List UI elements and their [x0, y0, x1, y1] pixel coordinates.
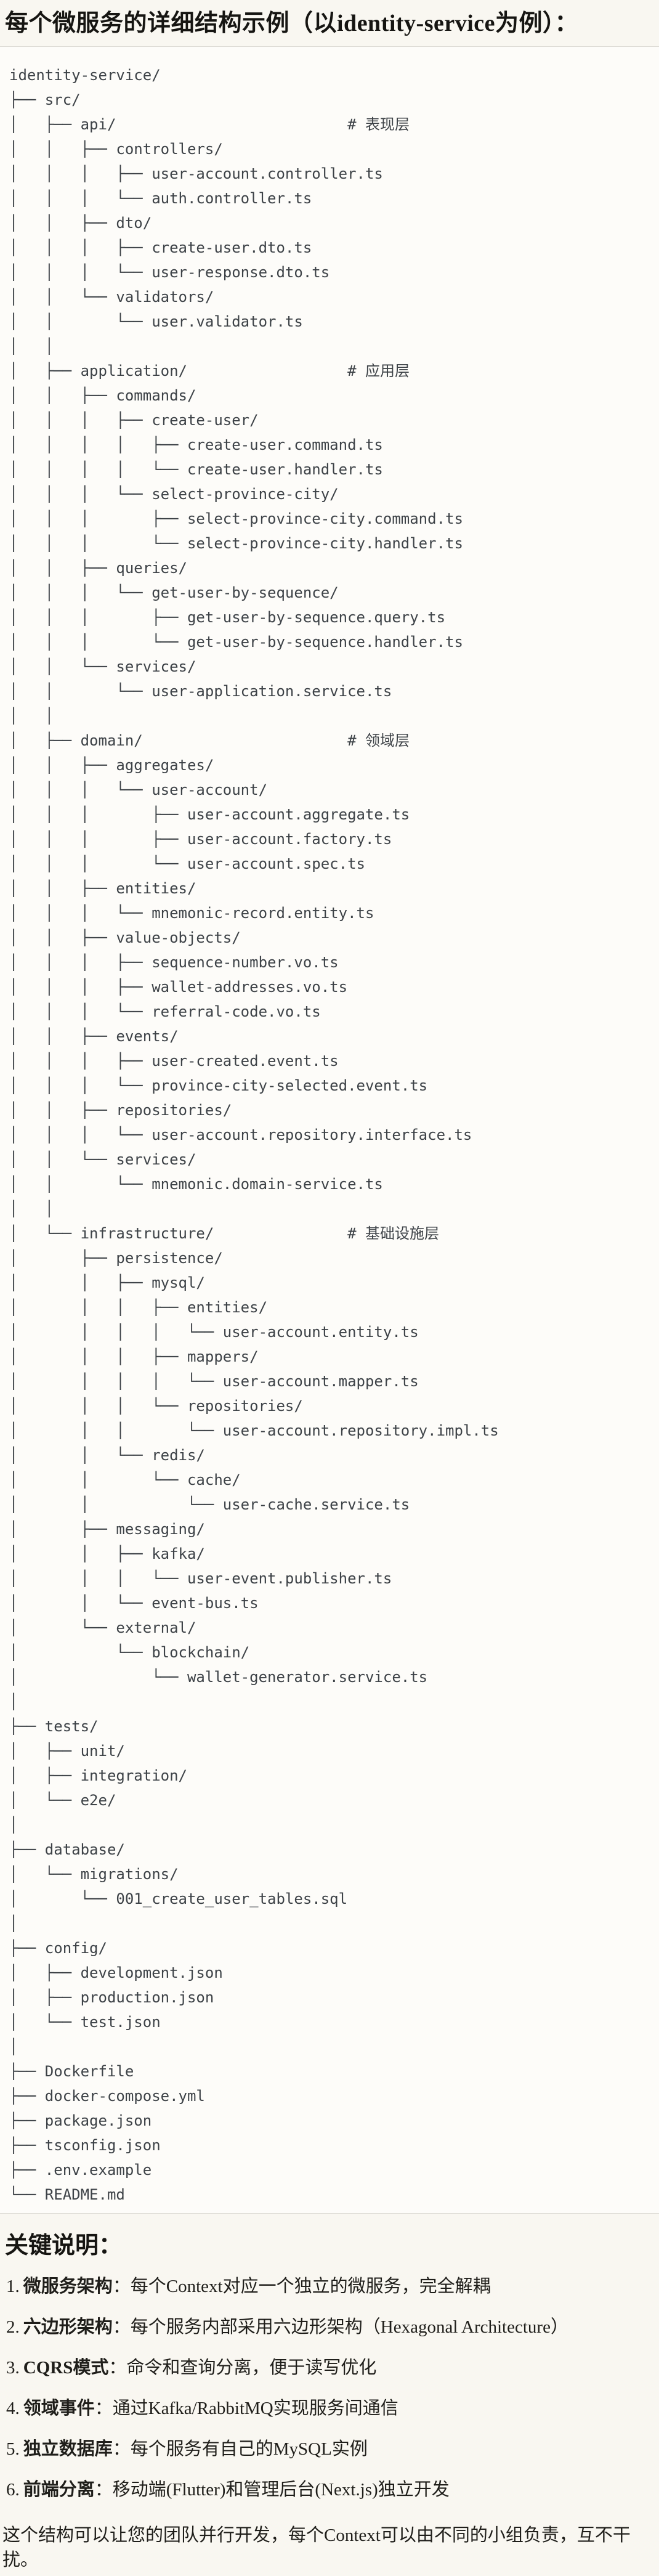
list-item: 5.独立数据库：每个服务有自己的MySQL实例: [6, 2437, 653, 2461]
list-item-desc: ：每个Context对应一个独立的微服务，完全解耦: [112, 2277, 491, 2296]
list-item-number: 3.: [6, 2358, 20, 2378]
list-item-term: 前端分离: [23, 2480, 95, 2500]
key-notes-heading: 关键说明：: [5, 2233, 123, 2259]
list-item: 1.微服务架构：每个Context对应一个独立的微服务，完全解耦: [6, 2274, 653, 2299]
list-item-number: 5.: [6, 2439, 20, 2459]
list-item-term: CQRS模式: [23, 2358, 109, 2378]
list-item-desc: ：移动端(Flutter)和管理后台(Next.js)独立开发: [94, 2480, 450, 2500]
directory-tree: identity-service/ ├── src/ │ ├── api/ # …: [9, 67, 499, 2203]
list-item-number: 1.: [6, 2277, 20, 2296]
list-item-number: 6.: [6, 2480, 20, 2500]
page-title: 每个微服务的详细结构示例（以identity-service为例）：: [5, 10, 579, 36]
list-item-number: 4.: [6, 2399, 20, 2418]
list-item: 3.CQRS模式：命令和查询分离，便于读写优化: [6, 2355, 653, 2380]
list-item-term: 领域事件: [23, 2399, 95, 2418]
list-item-number: 2.: [6, 2317, 20, 2337]
list-item-term: 独立数据库: [23, 2439, 113, 2459]
list-item: 6.前端分离：移动端(Flutter)和管理后台(Next.js)独立开发: [6, 2477, 653, 2502]
key-notes-section: 关键说明： 1.微服务架构：每个Context对应一个独立的微服务，完全解耦 2…: [0, 2214, 659, 2576]
closing-paragraph: 这个结构可以让您的团队并行开发，每个Context可以由不同的小组负责，互不干扰…: [2, 2525, 631, 2570]
list-item-term: 微服务架构: [23, 2277, 113, 2296]
list-item-desc: ：通过Kafka/RabbitMQ实现服务间通信: [94, 2399, 398, 2418]
list-item-desc: ：每个服务有自己的MySQL实例: [112, 2439, 368, 2459]
list-item: 2.六边形架构：每个服务内部采用六边形架构（Hexagonal Architec…: [6, 2315, 653, 2339]
list-item-term: 六边形架构: [23, 2317, 113, 2337]
code-block: identity-service/ ├── src/ │ ├── api/ # …: [0, 46, 659, 2214]
list-item-desc: ：命令和查询分离，便于读写优化: [108, 2358, 377, 2378]
list-item: 4.领域事件：通过Kafka/RabbitMQ实现服务间通信: [6, 2396, 653, 2421]
list-item-desc: ：每个服务内部采用六边形架构（Hexagonal Architecture）: [112, 2317, 568, 2337]
